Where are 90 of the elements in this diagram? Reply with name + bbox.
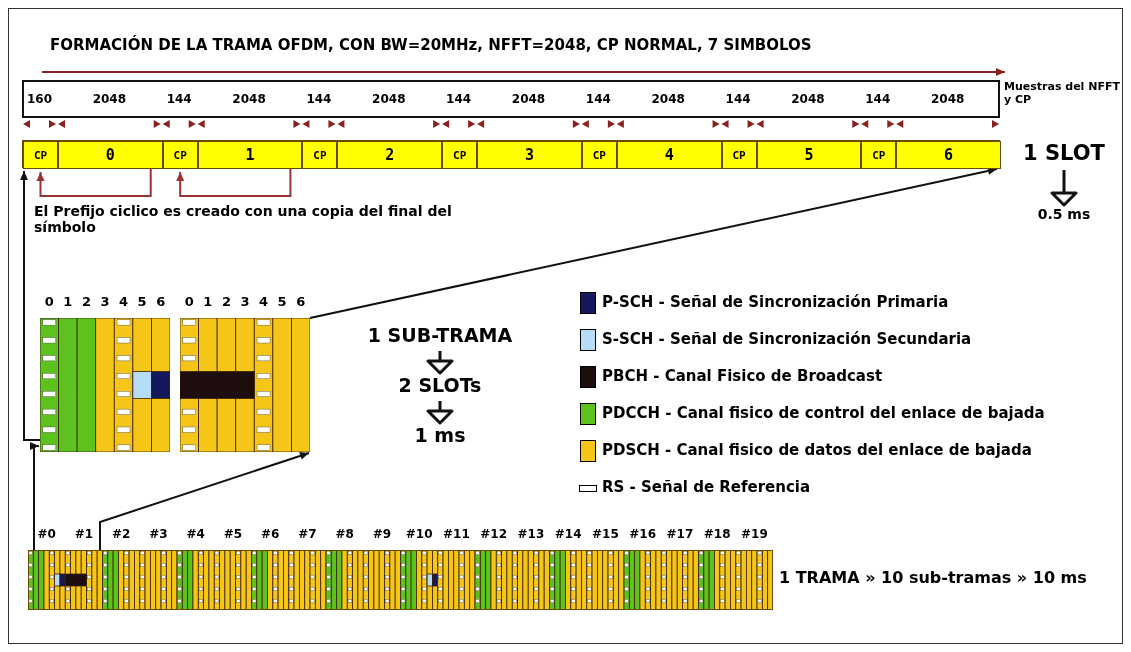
symbol-index: 3 xyxy=(240,294,250,309)
subframe-slot-number: #4 xyxy=(186,527,205,541)
legend-text: S-SCH - Señal de Sincronización Secundaria xyxy=(602,330,972,348)
legend-text: PDCCH - Canal fisico de control del enlace de bajada xyxy=(602,404,1045,422)
resource-grid-drawing xyxy=(180,318,310,452)
arrow xyxy=(99,452,310,551)
sample-count: 2048 xyxy=(930,92,965,106)
arrow xyxy=(20,170,41,441)
arrow xyxy=(309,167,998,319)
ofdm-symbol: 5 xyxy=(756,141,862,169)
sample-count: 144 xyxy=(585,92,611,106)
sample-count: 2048 xyxy=(232,92,266,106)
symbol-index: 4 xyxy=(259,294,269,309)
arrow xyxy=(176,168,292,197)
ofdm-symbol: 3 xyxy=(477,141,582,169)
slot-bar xyxy=(22,140,1000,168)
subframe-slot-number: #6 xyxy=(260,527,280,541)
subframe-slot-number: #18 xyxy=(703,527,731,541)
sample-count: 2048 xyxy=(651,92,685,106)
subframe-slot-number: #1 xyxy=(74,527,94,541)
sample-count: 2048 xyxy=(92,92,127,106)
subframe-slot-number: #14 xyxy=(554,527,582,541)
slot-label: 1 SLOT xyxy=(1008,141,1120,169)
slots-label: 2 SLOTs xyxy=(340,374,540,400)
arrow xyxy=(30,442,40,551)
ofdm-symbol: 4 xyxy=(616,141,722,169)
sample-count: 2048 xyxy=(791,92,825,106)
subframe-slot-number: #3 xyxy=(149,527,168,541)
symbol-index: 6 xyxy=(156,294,166,309)
legend-text: PBCH - Canal Fisico de Broadcast xyxy=(602,367,883,385)
symbol-index: 0 xyxy=(184,294,194,309)
subframe-slot-number: #13 xyxy=(517,527,545,541)
duration-label: 0.5 ms xyxy=(1008,206,1120,226)
resource-grid-drawing xyxy=(40,318,170,452)
subframe-slot-number: #10 xyxy=(405,527,433,541)
subframe-slot-number: #2 xyxy=(111,527,131,541)
symbol-index: 1 xyxy=(203,294,213,309)
hollow-arrow xyxy=(426,351,454,375)
legend-text: PDSCH - Canal fisico de datos del enlace de bajada xyxy=(602,441,1032,459)
frame-caption: 1 TRAMA » 10 sub-tramas » 10 ms xyxy=(779,568,1087,587)
sample-count: 2048 xyxy=(511,92,546,106)
hollow-arrow xyxy=(1050,170,1078,207)
ofdm-symbol: 6 xyxy=(896,141,1001,169)
sample-count: 144 xyxy=(166,92,192,106)
symbol-index: 5 xyxy=(277,294,287,309)
ofdm-symbol: 0 xyxy=(58,141,163,169)
subframe-slot-number: #15 xyxy=(592,527,619,541)
subframe-slot-number: #19 xyxy=(741,527,768,541)
ofdm-symbol: 2 xyxy=(337,141,443,169)
symbol-index: 6 xyxy=(296,294,306,309)
cyclic-prefix: CP xyxy=(861,141,897,169)
note-text: El Prefijo ciclico es creado con una copia del final del símbolo xyxy=(34,203,453,235)
cyclic-prefix: CP xyxy=(162,141,198,169)
ofdm-symbol: 1 xyxy=(197,141,303,169)
symbol-index: 0 xyxy=(44,294,54,309)
sample-count: 144 xyxy=(446,92,472,106)
frame-grid-drawing xyxy=(28,550,773,610)
cyclic-prefix: CP xyxy=(23,141,58,169)
subframe-slot-number: #9 xyxy=(372,527,392,541)
hollow-arrow xyxy=(426,401,454,425)
subframe-slot-number: #12 xyxy=(480,527,507,541)
subframe-label: 1 SUB-TRAMA xyxy=(340,324,540,350)
sample-count: 2048 xyxy=(372,92,406,106)
legend-text: P-SCH - Señal de Sincronización Primaria xyxy=(602,293,949,311)
subframe-slot-number: #0 xyxy=(37,527,56,541)
diagram-title: FORMACIÓN DE LA TRAMA OFDM, CON BW=20MHz, NFFT=2048, CP NORMAL, 7 SIMBOLOS xyxy=(50,36,812,54)
sample-count: 160 xyxy=(26,92,53,106)
cyclic-prefix: CP xyxy=(581,141,617,169)
symbol-index: 4 xyxy=(119,294,129,309)
cyclic-prefix: CP xyxy=(721,141,757,169)
sample-count: 144 xyxy=(725,92,751,106)
subframe-slot-number: #5 xyxy=(223,527,243,541)
symbol-index: 2 xyxy=(81,294,91,309)
sample-count: 144 xyxy=(306,92,332,106)
symbol-index: 3 xyxy=(100,294,110,309)
cyclic-prefix: CP xyxy=(442,141,478,169)
subframe-slot-number: #11 xyxy=(443,527,470,541)
axis-note: Muestras del NFFT y CP xyxy=(1004,80,1121,106)
symbol-index: 1 xyxy=(63,294,73,309)
symbol-index: 2 xyxy=(221,294,231,309)
subframe-slot-number: #17 xyxy=(666,527,694,541)
subframe-slot-number: #7 xyxy=(298,527,317,541)
subframe-slot-number: #16 xyxy=(629,527,656,541)
cyclic-prefix: CP xyxy=(302,141,338,169)
legend-text: RS - Señal de Referencia xyxy=(602,478,811,496)
duration-label: 1 ms xyxy=(340,424,540,450)
subframe-slot-number: #8 xyxy=(335,527,354,541)
symbol-index: 5 xyxy=(137,294,147,309)
sample-count: 144 xyxy=(865,92,891,106)
arrow xyxy=(36,168,152,197)
